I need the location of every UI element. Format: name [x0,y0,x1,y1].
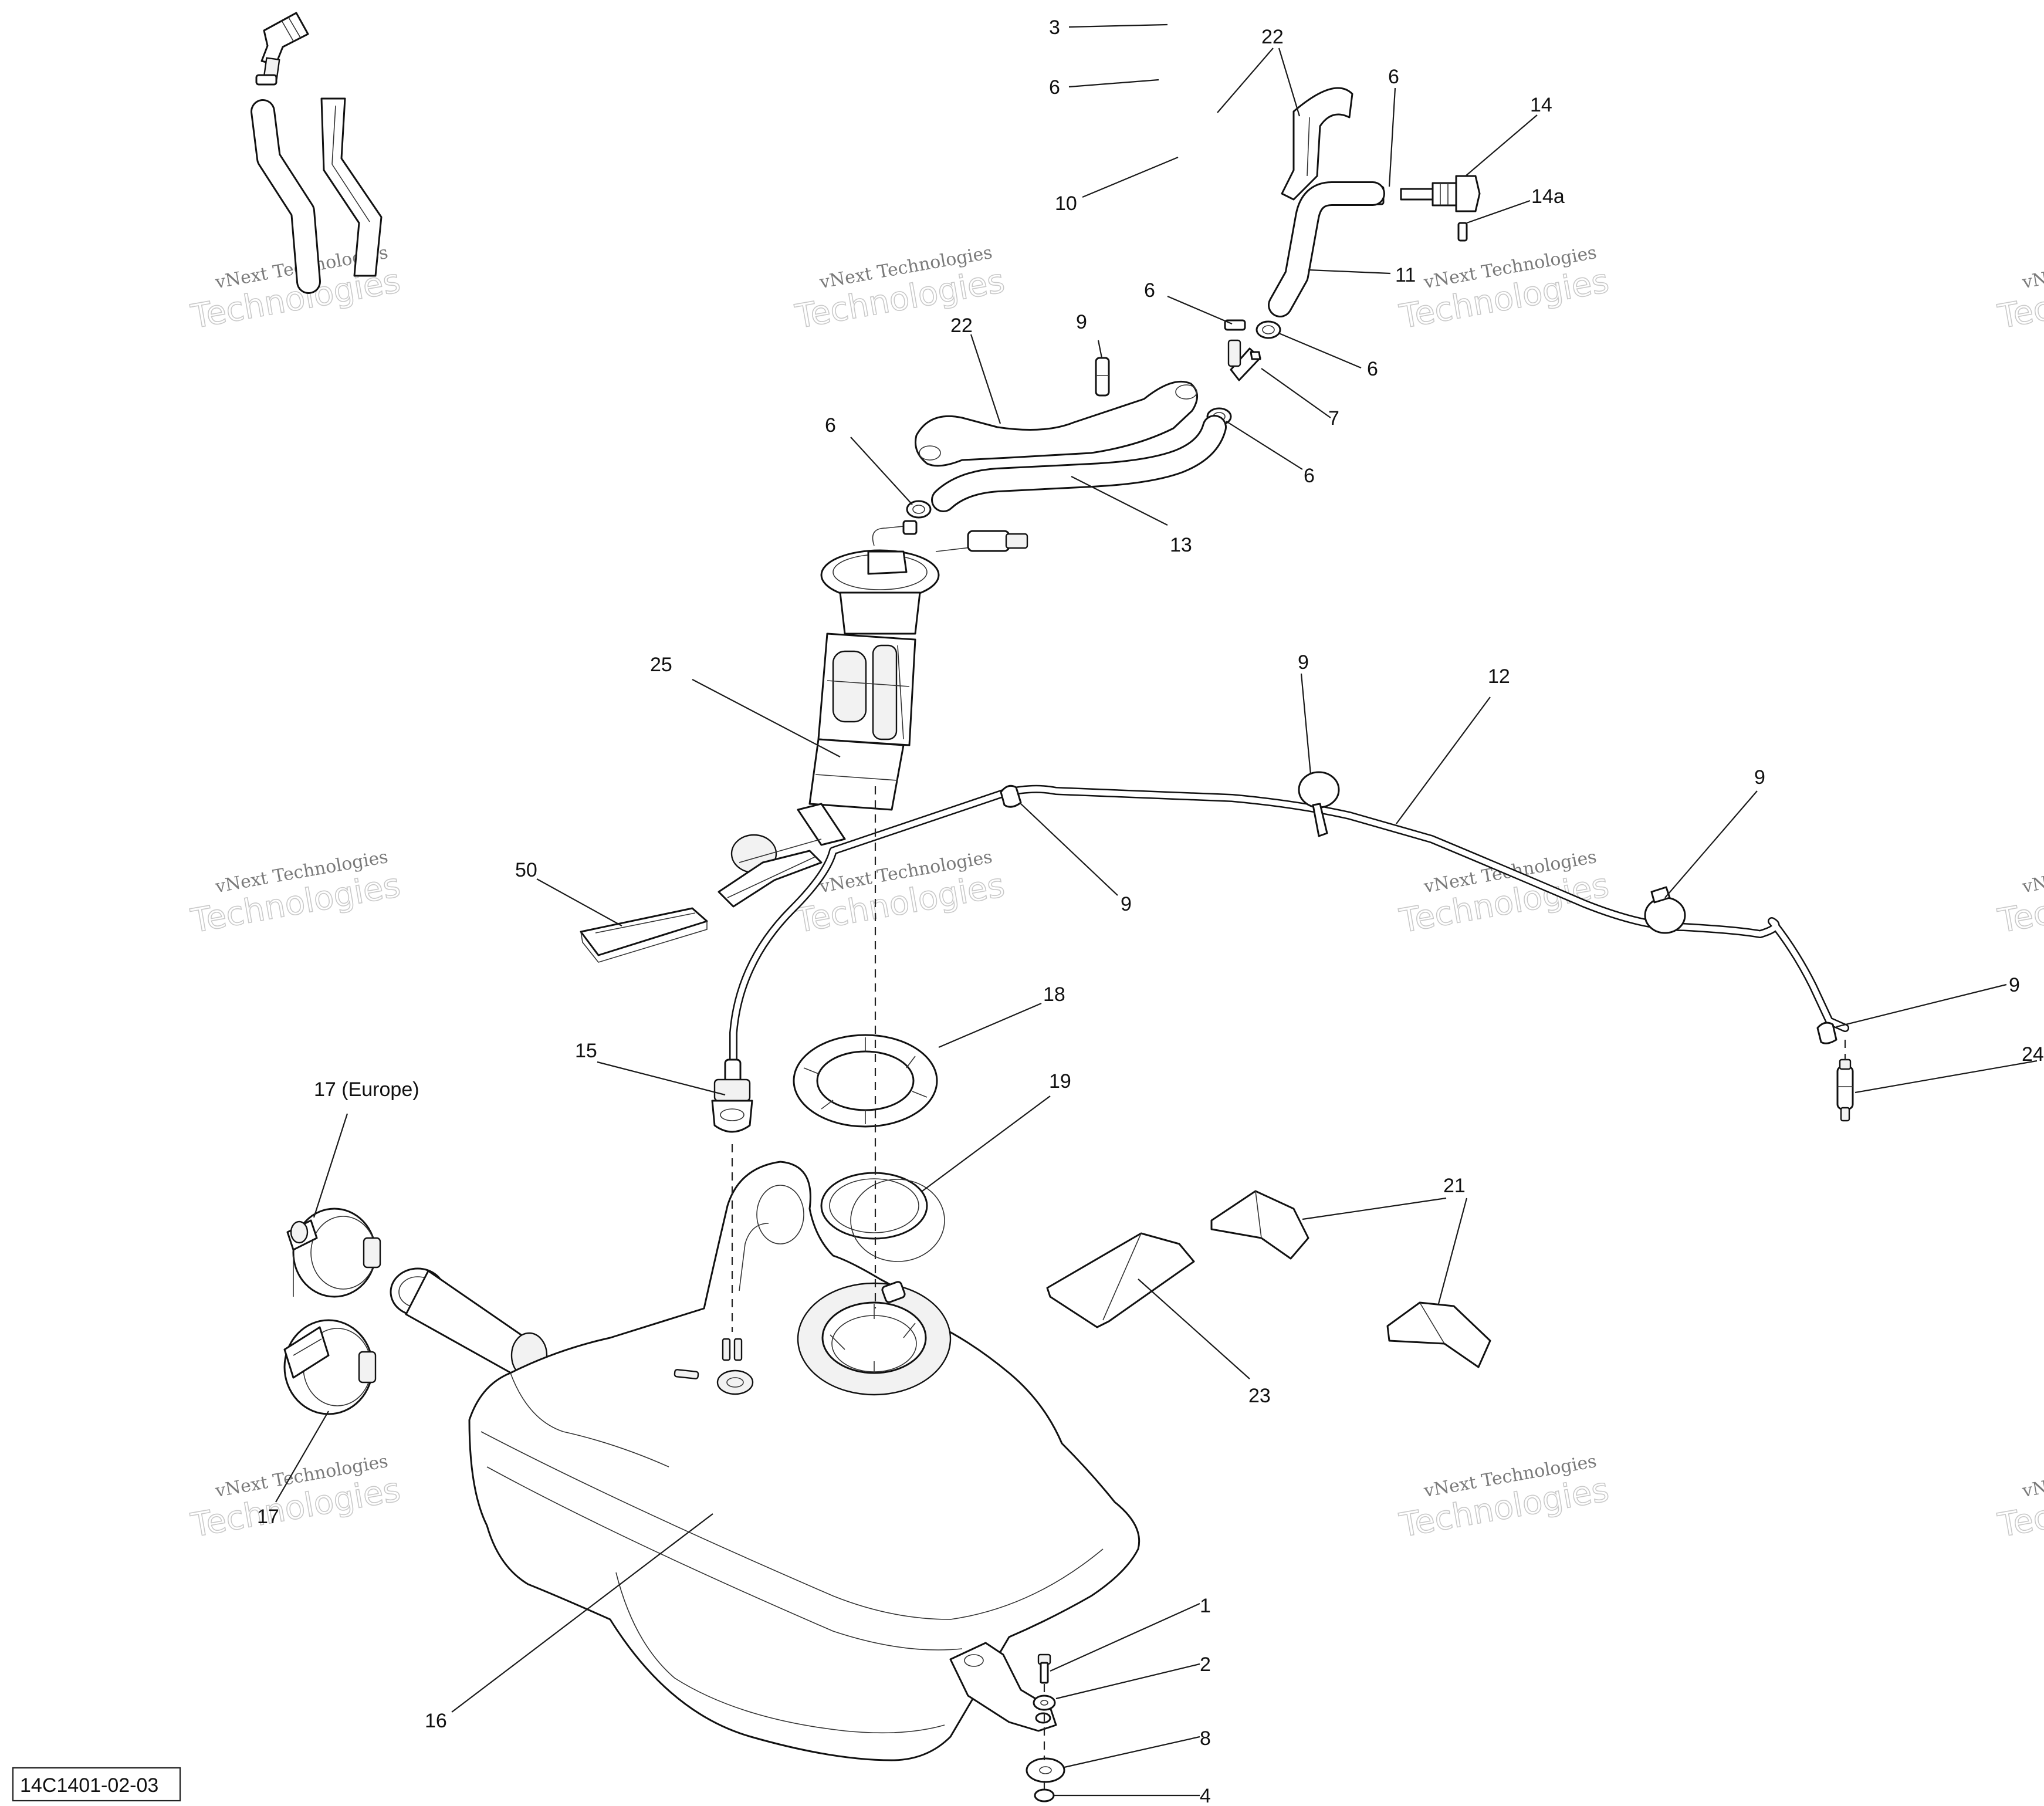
part-7-hose-fitting[interactable] [1227,339,1261,381]
part-21-pad[interactable] [1386,1301,1491,1368]
callout-1: 1 [1200,1595,1211,1617]
callout-6: 6 [1367,358,1378,380]
callout-21: 21 [1443,1175,1466,1197]
part-9-loop-clip[interactable] [1298,771,1340,837]
watermark: vNext Technologies Technologies [1995,1451,2044,1545]
watermark: vNext Technologies Technologies [1995,847,2044,941]
part-2-washer[interactable] [1033,1695,1056,1711]
watermark-line1: vNext Technologies [2021,242,2044,293]
callout-25: 25 [650,654,672,676]
callout-9: 9 [1076,311,1087,333]
part-9-hose-clip[interactable] [1095,357,1110,397]
watermark: vNext Technologies Technologies [792,847,1008,941]
callout-9: 9 [1121,893,1132,915]
callout-14a: 14a [1531,185,1565,208]
part-12-vent-tube[interactable] [729,784,1849,1078]
watermark-line1: vNext Technologies [2021,847,2044,897]
part-6-hose-clamp[interactable] [1255,320,1281,339]
callout-17: 17 [257,1506,279,1528]
part-9-tube-clip[interactable] [1816,1022,1837,1044]
callout-17-europe: 17 (Europe) [314,1078,419,1101]
callout-50: 50 [515,859,537,881]
part-14-quick-connector[interactable] [1400,175,1481,212]
callout-13: 13 [1170,534,1192,556]
part-4-nut[interactable] [1034,1788,1055,1802]
watermark: vNext Technologies Technologies [188,1451,404,1545]
part-6-hose-clamp[interactable] [906,500,932,519]
part-25-fuel-pump-module[interactable] [718,520,1028,908]
callout-22: 22 [1261,26,1284,48]
diagram-code-box: 14C1401-02-03 [12,1767,181,1802]
callout-23: 23 [1248,1385,1271,1407]
watermark: vNext Technologies Technologies [1396,847,1612,941]
callout-15: 15 [575,1040,597,1062]
part-11-fuel-hose[interactable] [1268,181,1385,317]
part-19-gasket[interactable] [820,1172,928,1240]
part-17-fuel-cap[interactable] [283,1319,377,1415]
part-1-bolt[interactable] [1037,1653,1051,1684]
diagram-code: 14C1401-02-03 [20,1774,158,1797]
part-24-check-valve[interactable] [1836,1058,1854,1122]
callout-2: 2 [1200,1653,1211,1676]
assembly-axis-lines [731,786,1846,1790]
callout-4: 4 [1200,1785,1211,1803]
callout-18: 18 [1043,983,1065,1006]
part-22-hose-sleeve-lower[interactable] [915,380,1198,467]
part-14a-connector-clip[interactable] [1457,222,1468,242]
callout-9: 9 [1754,766,1765,789]
part-17-europe-fuel-cap[interactable] [286,1208,381,1298]
part-18-lock-ring[interactable] [793,1034,938,1128]
callout-6: 6 [1049,76,1060,99]
part-23-pad[interactable] [1046,1232,1195,1328]
callout-24: 24 [2022,1043,2044,1066]
watermark: vNext Technologies Technologies [792,242,1008,337]
callout-6: 6 [1388,66,1399,88]
part-8-rubber-washer[interactable] [1026,1757,1065,1783]
fuel-tank-filler-neck[interactable] [390,1267,548,1379]
watermark: vNext Technologies Technologies [1995,242,2044,337]
callout-16: 16 [425,1710,447,1732]
callout-6: 6 [1304,465,1315,487]
part-9-loop-clip[interactable] [1644,886,1686,934]
callout-10: 10 [1055,192,1077,215]
callout-8: 8 [1200,1727,1211,1750]
callout-7: 7 [1328,407,1339,429]
part-13-fuel-hose[interactable] [931,415,1227,512]
part-3-elbow-connector[interactable] [260,12,309,80]
part-15-rollover-valve[interactable] [711,1058,753,1133]
callout-6: 6 [825,414,836,437]
callout-19: 19 [1049,1070,1071,1093]
callout-labels: 3 6 22 6 14 14a 10 11 6 6 7 6 22 9 6 13 … [257,16,2044,1806]
callout-6: 6 [1144,279,1155,302]
watermark: vNext Technologies Technologies [1396,1451,1612,1545]
part-21-pad[interactable] [1210,1190,1309,1260]
watermark-line1: vNext Technologies [2021,1451,2044,1501]
watermark: vNext Technologies Technologies [188,847,404,941]
callout-9: 9 [2009,974,2020,996]
part-22-hose-sleeve[interactable] [320,97,383,277]
callout-3: 3 [1049,16,1060,39]
part-6-hose-clamp[interactable] [255,74,278,86]
part-10-vent-hose[interactable] [251,99,321,294]
leader-lines [275,23,2038,1797]
tank-mounting-bolts [722,1338,743,1361]
part-16-fuel-tank[interactable] [468,1161,1141,1761]
callout-22: 22 [950,314,973,337]
callout-11: 11 [1395,264,1416,286]
callout-14: 14 [1530,94,1552,116]
callout-9: 9 [1298,651,1309,674]
part-9-tube-clip[interactable] [1000,784,1022,808]
part-50-pad[interactable] [580,907,708,963]
callout-12: 12 [1488,665,1510,688]
watermark: vNext Technologies Technologies [1396,242,1612,337]
